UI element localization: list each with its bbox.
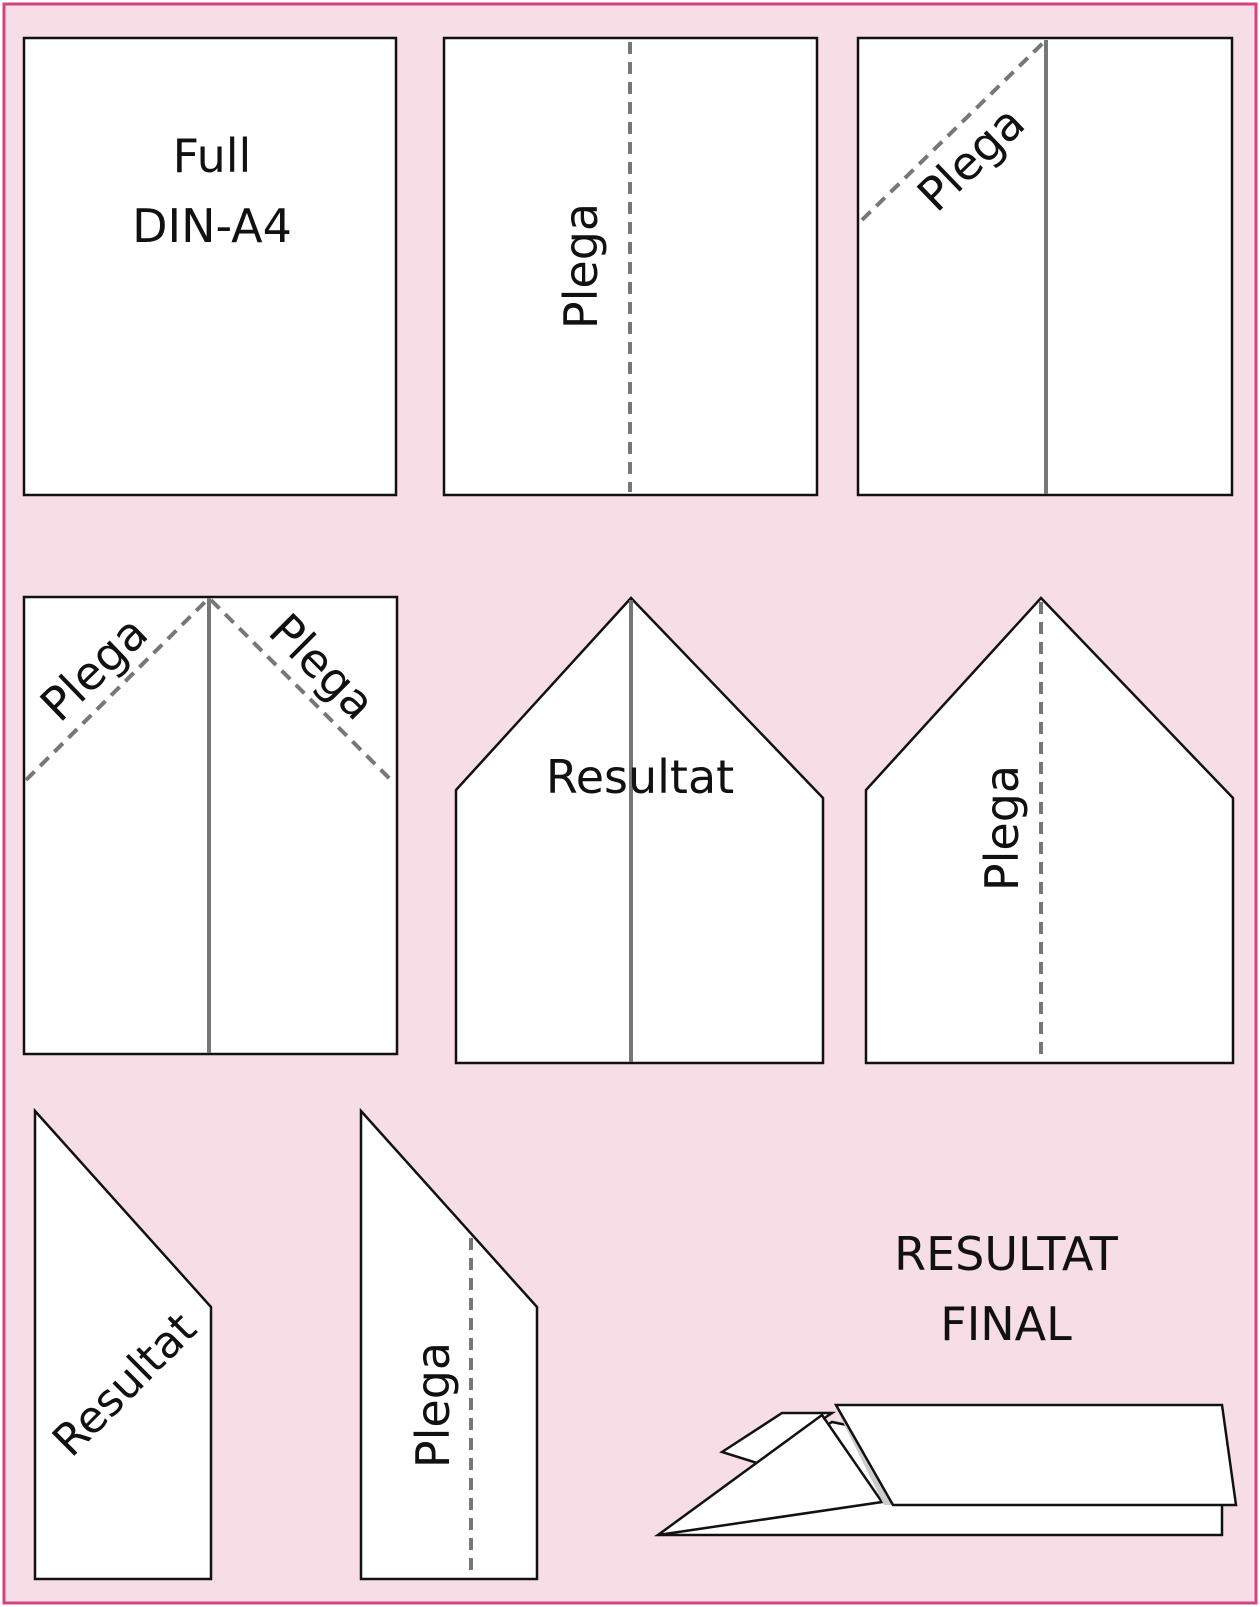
fold-label: Plega <box>975 765 1029 891</box>
final-label-line-1: RESULTAT <box>894 1227 1119 1281</box>
result-label: Resultat <box>546 750 734 804</box>
sheet-label-line-2: DIN-A4 <box>132 199 292 253</box>
fold-label: Plega <box>406 1342 460 1468</box>
final-label-line-2: FINAL <box>940 1297 1072 1351</box>
step-3-corner-fold: Plega <box>858 38 1232 495</box>
sheet-outline <box>24 38 396 495</box>
plane-upper-wing <box>836 1405 1236 1505</box>
step-2-center-fold: Plega <box>444 38 817 495</box>
step-1-sheet: Full DIN-A4 <box>24 38 396 495</box>
sheet-label-line-1: Full <box>173 129 252 183</box>
step-4-both-corners: Plega Plega <box>24 597 397 1054</box>
fold-label: Plega <box>554 203 608 329</box>
